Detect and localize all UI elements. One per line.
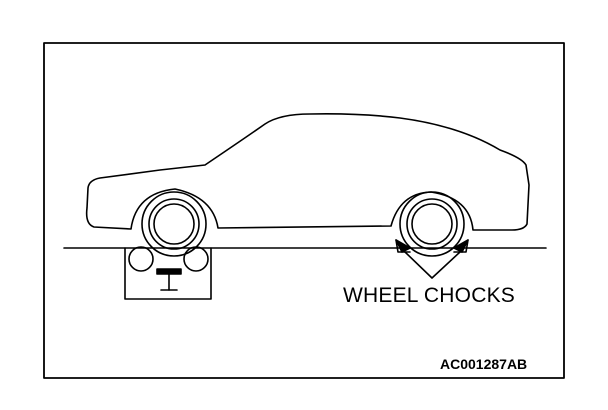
car-body bbox=[85, 113, 530, 231]
wheel-chocks bbox=[395, 239, 469, 279]
wheel-chocks-label: WHEEL CHOCKS bbox=[343, 284, 515, 307]
figure-code: AC001287AB bbox=[440, 356, 528, 372]
rear-wheel bbox=[399, 191, 465, 257]
front-wheel bbox=[141, 191, 207, 257]
figure-border bbox=[43, 42, 565, 379]
jack-pit bbox=[124, 246, 212, 300]
